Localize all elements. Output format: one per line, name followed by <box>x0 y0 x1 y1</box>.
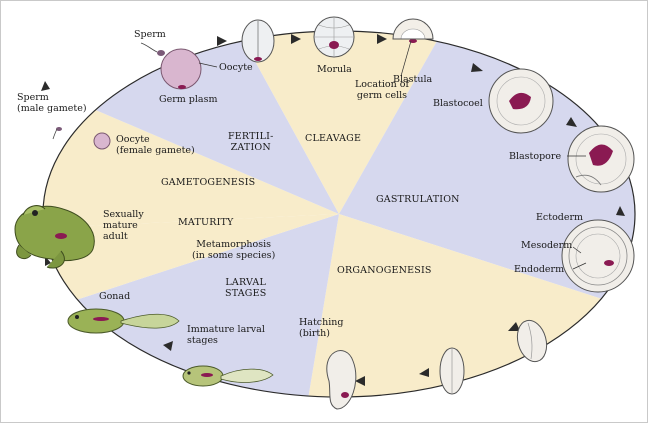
oocyte-large <box>160 48 202 90</box>
immature-line-2: stages <box>187 335 218 346</box>
stage-cleavage: CLEAVAGE <box>305 133 362 144</box>
stage-gastrulation: GASTRULATION <box>376 194 460 205</box>
embryo-neurula-1 <box>516 319 548 363</box>
mature-line-3: adult <box>103 231 128 242</box>
stage-organogenesis: ORGANOGENESIS <box>337 265 432 276</box>
mature-line-1: Sexually <box>103 209 144 220</box>
stage-maturity: MATURITY <box>178 217 234 228</box>
embryo-neurula-2 <box>439 347 465 395</box>
leader-lines <box>198 40 587 270</box>
location-line-2: germ cells <box>356 90 408 101</box>
embryo-germ-layers <box>561 219 635 293</box>
label-oocyte-female: Oocyte (female gamete) <box>116 134 195 156</box>
sperm-top <box>140 42 165 56</box>
larval-line-2: STAGES <box>225 288 267 299</box>
embryo-blastocoel <box>488 68 554 134</box>
label-blastopore: Blastopore <box>509 151 562 162</box>
label-blastocoel: Blastocoel <box>433 98 483 109</box>
label-blastula: Blastula <box>393 74 433 85</box>
label-location-germ: Location of germ cells <box>355 79 409 101</box>
label-mesoderm: Mesoderm <box>521 240 573 251</box>
hatching-line-1: Hatching <box>299 317 344 328</box>
fertilization-line-1: FERTILI- <box>228 131 274 142</box>
label-metamorphosis: Metamorphosis (in some species) <box>192 239 275 261</box>
stage-gametogenesis: GAMETOGENESIS <box>161 177 256 188</box>
embryo-2cell <box>241 19 275 63</box>
sperm-small <box>52 127 62 140</box>
embryo-tailbud <box>326 350 357 410</box>
metamorphosis-line-1: Metamorphosis <box>196 239 272 250</box>
stage-fertilization: FERTILI- ZATION <box>228 131 273 153</box>
label-morula: Morula <box>317 64 352 75</box>
label-sperm-male: Sperm (male gamete) <box>17 92 87 114</box>
label-sexually-mature: Sexually mature adult <box>103 209 144 242</box>
embryo-blastopore <box>567 125 635 193</box>
immature-line-1: Immature larval <box>187 324 265 335</box>
label-immature-larval: Immature larval stages <box>187 324 265 346</box>
metamorphosis-line-2: (in some species) <box>192 250 276 261</box>
hatching-line-2: (birth) <box>299 328 331 339</box>
larval-line-1: LARVAL <box>225 277 266 288</box>
tadpole-large <box>67 308 180 334</box>
oocyte-female-line-2: (female gamete) <box>116 145 195 156</box>
cycle-arrows <box>41 34 625 386</box>
sperm-male-line-2: (male gamete) <box>17 103 87 114</box>
label-germ-plasm: Germ plasm <box>159 94 218 105</box>
stage-larval: LARVAL STAGES <box>225 277 266 299</box>
label-endoderm: Endoderm <box>514 264 565 275</box>
label-sperm-top: Sperm <box>134 29 166 40</box>
location-line-1: Location of <box>355 79 409 90</box>
oocyte-female-line-1: Oocyte <box>116 134 150 145</box>
embryo-morula <box>313 16 355 58</box>
label-ectoderm: Ectoderm <box>536 212 584 223</box>
sperm-male-line-1: Sperm <box>17 92 49 103</box>
fertilization-line-2: ZATION <box>230 142 271 153</box>
label-hatching: Hatching (birth) <box>299 317 343 339</box>
oocyte-small <box>93 132 111 150</box>
mature-line-2: mature <box>103 220 138 231</box>
tadpole-small <box>182 365 274 387</box>
embryo-blastula <box>392 18 434 43</box>
label-oocyte-top: Oocyte <box>219 62 253 73</box>
label-gonad: Gonad <box>99 291 131 302</box>
adult-frog <box>14 205 95 269</box>
